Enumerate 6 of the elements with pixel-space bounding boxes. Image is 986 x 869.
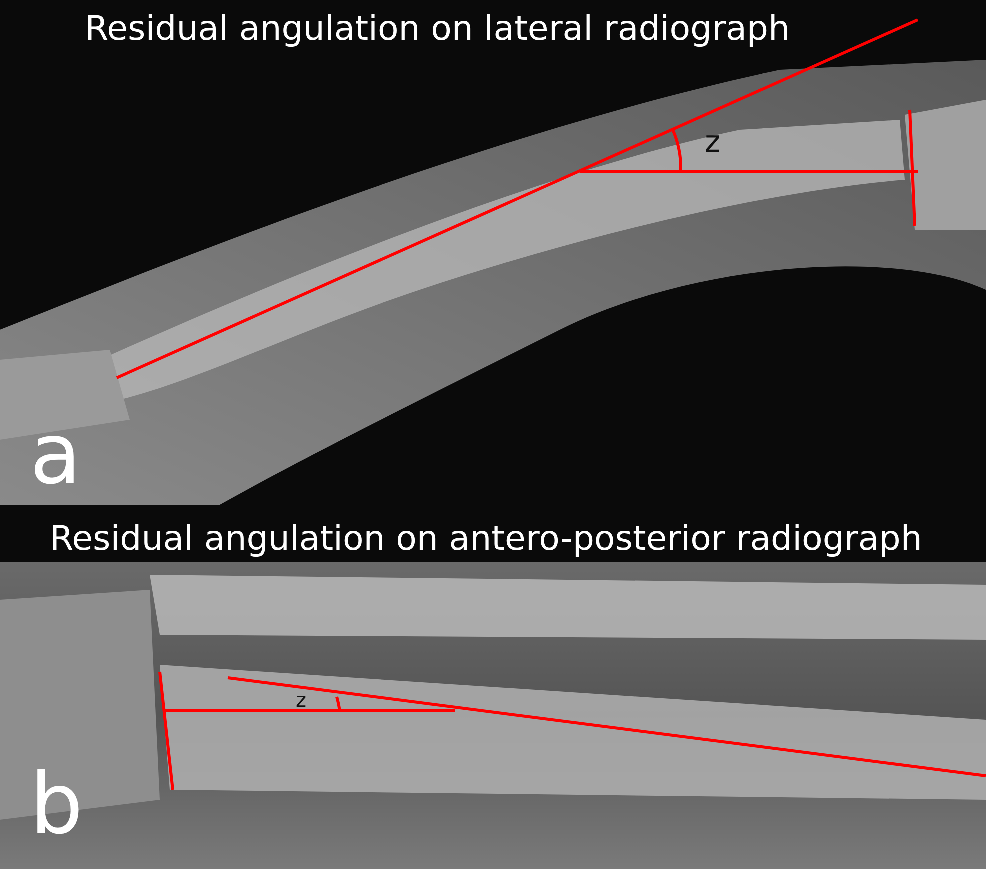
- panel-title: Residual angulation on antero-posterior radiograph: [50, 522, 922, 556]
- panel-letter: b: [30, 762, 84, 846]
- angle-label: z: [705, 128, 721, 158]
- angle-label: z: [296, 690, 306, 710]
- panel-letter: a: [30, 412, 82, 496]
- panel-title: Residual angulation on lateral radiograph: [85, 12, 790, 46]
